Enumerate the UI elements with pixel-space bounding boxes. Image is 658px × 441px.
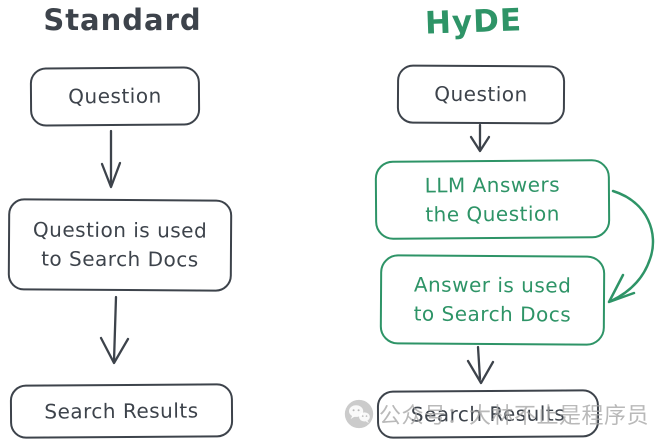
arrow-down-icon (469, 123, 491, 153)
arrow-down-icon (100, 129, 122, 189)
hyde-answer-used-line1: Answer is used (413, 272, 572, 298)
standard-search-docs-line1: Question is used (32, 217, 208, 243)
curved-arrow-icon (607, 189, 655, 304)
hyde-llm-answers-box: LLM Answers the Question (374, 159, 611, 240)
hyde-answer-used-line2: to Search Docs (413, 301, 572, 327)
standard-search-results-box: Search Results (9, 383, 234, 439)
hyde-answer-used-box: Answer is used to Search Docs (379, 254, 606, 346)
arrow-down-icon (466, 345, 495, 385)
standard-search-docs-box: Question is used to Search Docs (7, 198, 233, 292)
standard-title: Standard (43, 3, 202, 37)
wechat-icon (344, 399, 374, 429)
hyde-llm-answers-line2: the Question (425, 201, 560, 226)
hyde-llm-answers-line1: LLM Answers (424, 172, 561, 197)
hyde-question-box: Question (396, 64, 566, 125)
standard-search-docs-line2: to Search Docs (41, 246, 199, 272)
hyde-title: HyDE (424, 2, 523, 42)
watermark-text: 公众号：大林不止是程序员 (379, 404, 650, 429)
standard-question-label: Question (68, 83, 162, 109)
arrow-down-icon (99, 295, 130, 365)
standard-question-box: Question (29, 66, 201, 127)
standard-search-results-label: Search Results (44, 397, 199, 424)
hyde-question-label: Question (434, 81, 528, 107)
watermark: 公众号：大林不止是程序员 (344, 398, 649, 430)
